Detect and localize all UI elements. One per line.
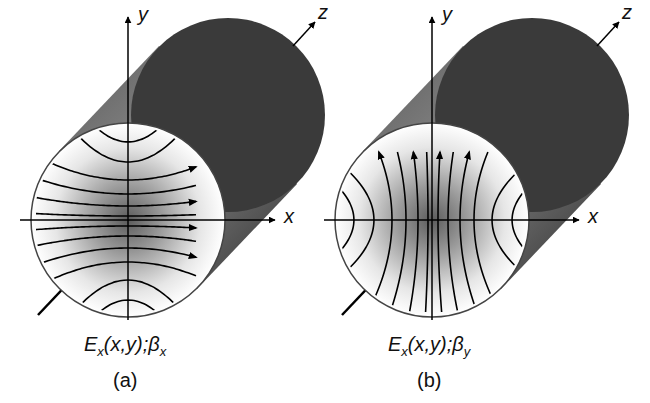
field-line (368, 152, 392, 312)
fiber-cylinder (20, 17, 325, 403)
field-line (36, 214, 196, 216)
field-line (36, 198, 196, 206)
axis-label-group: y (442, 2, 452, 26)
mode-caption: E (388, 333, 401, 355)
x-axis (20, 219, 275, 221)
axis-label-group: y (138, 2, 148, 26)
z-axis-arrow (293, 22, 315, 46)
field-lines (233, 128, 637, 312)
field-line (390, 152, 406, 312)
axis-label: x (284, 205, 294, 227)
panel-label-group: (a) (113, 368, 137, 392)
axis-label-group: x (284, 204, 294, 228)
field-line (36, 178, 196, 194)
field-line (438, 152, 442, 312)
field-line (474, 152, 499, 312)
mode-caption: (x,y);β (104, 333, 160, 355)
axis-label: z (622, 1, 632, 23)
field-line (426, 152, 428, 312)
field-line (36, 262, 196, 287)
fiber-cylinder (233, 17, 637, 320)
field-line (36, 156, 196, 180)
z-axis-arrow (597, 22, 619, 46)
axis-label-group: z (318, 0, 328, 24)
axis-label: y (442, 3, 452, 25)
field-line (36, 226, 196, 230)
panel-label-group: (b) (417, 368, 441, 392)
axis-label-group: z (622, 0, 632, 24)
subscript: y (464, 344, 471, 359)
mode-caption-group: Ex(x,y);βx (84, 332, 166, 358)
field-line (410, 152, 418, 312)
field-line (36, 236, 196, 246)
field-line-set (233, 128, 637, 312)
y-axis (431, 17, 433, 320)
axis-label: x (588, 205, 598, 227)
panel-label: (a) (113, 369, 137, 391)
field-line (448, 152, 458, 312)
mode-caption: (x,y);β (408, 333, 464, 355)
y-axis (127, 17, 129, 320)
axis-label: z (318, 1, 328, 23)
x-axis (324, 219, 579, 221)
axis-label: y (138, 3, 148, 25)
subscript: x (97, 344, 104, 359)
subscript: x (160, 344, 167, 359)
mode-caption-group: Ex(x,y);βy (388, 332, 470, 358)
axis-label-group: x (588, 204, 598, 228)
panel-label: (b) (417, 369, 441, 391)
mode-caption: E (84, 333, 97, 355)
subscript: x (401, 344, 408, 359)
